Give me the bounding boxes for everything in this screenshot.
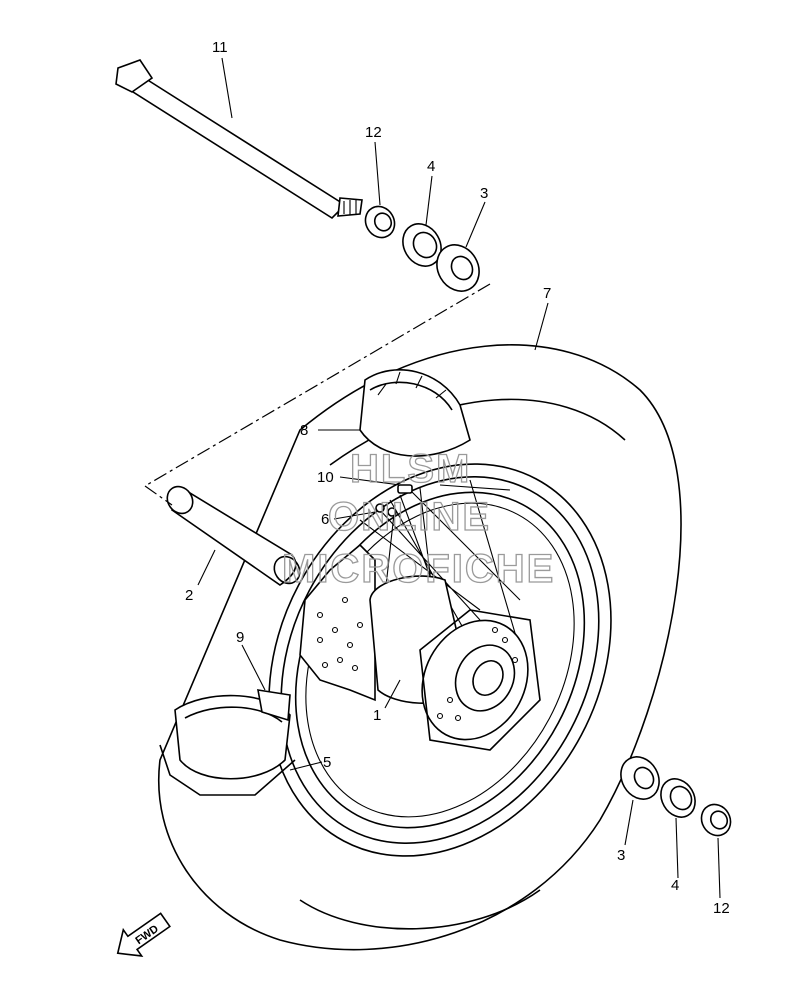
hub-left-flange [299,543,376,702]
callout-2: 2 [185,587,193,604]
callout-3-upper: 3 [480,185,488,202]
callout-11: 11 [212,39,228,56]
lower-hardware [620,756,732,837]
tube-section [159,689,296,796]
spacer-collar [166,485,301,586]
fwd-arrow-badge: FWD [116,912,171,957]
spokes [359,479,521,661]
callout-7: 7 [543,285,551,302]
callout-4-upper: 4 [427,158,435,175]
callout-4-lower: 4 [671,877,679,894]
callout-12-upper: 12 [365,124,382,141]
watermark-line-1: HLSM [350,447,471,491]
watermark: HLSM ONLINE MICROFICHE [281,446,555,591]
assembly-path [144,283,491,506]
callout-3-lower: 3 [617,847,625,864]
callout-9: 9 [236,629,244,646]
callout-12-lower: 12 [713,900,730,917]
callout-6: 6 [321,511,329,528]
callout-8: 8 [300,422,308,439]
watermark-line-2: ONLINE [328,495,491,539]
callout-10: 10 [317,469,334,486]
callout-5: 5 [323,754,331,771]
callouts: 11 12 4 3 7 8 10 6 2 9 1 5 3 4 12 [185,39,730,917]
rim-band [359,369,471,457]
axle [115,59,363,220]
callout-1: 1 [373,707,381,724]
leader-lines [197,57,721,899]
watermark-line-3: MICROFICHE [282,547,555,591]
upper-hardware [364,205,480,292]
hub [369,575,541,751]
